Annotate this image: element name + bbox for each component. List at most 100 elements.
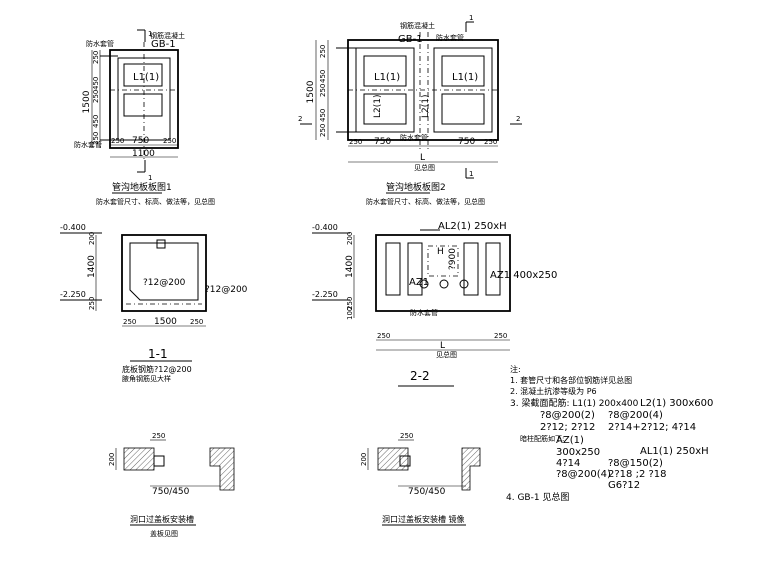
dim-v-1: 450 — [92, 115, 100, 128]
s2-slot-1 — [385, 242, 401, 296]
s2-slot-3 — [463, 242, 479, 296]
p2-l1-left: L1(1) — [374, 72, 400, 83]
p2-l2-left: L2(1) — [373, 95, 383, 119]
s2-dim-b-1: 250 — [494, 332, 507, 340]
s2-elev-bottom: -2.250 — [312, 290, 338, 299]
p2-small-a: 钢筋混凝土 — [400, 21, 435, 30]
p2-dim-overall: 1500 — [306, 80, 316, 103]
s2-h-label: H — [437, 247, 444, 257]
p2-opening-lr — [441, 93, 485, 125]
note-al1-stirrup: ?8@150(2) — [608, 458, 663, 469]
s1-note2: 腋角钢筋见大样 — [122, 374, 171, 383]
s2-dim-900: ?900 — [448, 248, 458, 270]
s2-dim-b-0: 250 — [377, 332, 390, 340]
plan2-title: 管沟地板板图2 — [386, 181, 446, 193]
note-3c: ?8@200(2) — [540, 410, 595, 421]
s2-dim-v-0: 200 — [346, 232, 354, 245]
p2-dim-b-3: 250 — [484, 138, 497, 146]
p2-opening-ur — [441, 55, 485, 87]
note-4: 4. GB-1 见总图 — [506, 491, 569, 503]
l1-label: L1(1) — [133, 72, 159, 83]
small-label-b: 钢筋混凝土 — [150, 31, 185, 40]
s2-title: 2-2 — [410, 369, 430, 383]
d2-block-left — [377, 447, 409, 471]
p2-mark-bottom: 1 — [469, 170, 473, 178]
s2-pipe-2 — [439, 279, 449, 289]
dim-v-4: 250 — [92, 51, 100, 64]
plan1-subtitle: 防水套管尺寸、标高、做法等，见总图 — [96, 197, 215, 206]
small-label-c: 防水套管 — [74, 140, 102, 149]
note-3b: L2(1) 300x600 — [640, 398, 713, 409]
dim-v-2: 250 — [92, 90, 100, 103]
s2-dim-L-note: 见总图 — [436, 350, 457, 359]
s1-elev-bottom: -2.250 — [60, 290, 86, 299]
dim-b-0: 250 — [111, 137, 124, 145]
d1-block-left — [123, 447, 155, 471]
note-al1-bars: 2?18 ;2 ?18 — [608, 469, 667, 480]
s2-beam-outline — [427, 245, 459, 277]
d2-dim-span: 750/450 — [408, 487, 446, 497]
small-label-a: 防水套管 — [86, 39, 114, 48]
p2-small-b: 防水套管 — [436, 33, 464, 42]
section-2-2: -0.400 -2.250 AL2(1) 250xH H ?900 AZ1 AZ… — [312, 221, 557, 387]
dim-total: 1100 — [132, 149, 155, 159]
d2-block-right — [461, 447, 481, 491]
note-az-bars: 4?14 — [556, 458, 580, 469]
d2-title: 洞口过盖板安装槽 镜像 — [382, 514, 465, 524]
d1-dim-top: 250 — [152, 432, 165, 440]
d2-notch — [399, 455, 411, 467]
d1-dim-span: 750/450 — [152, 487, 190, 497]
dim-b-2: 250 — [163, 137, 176, 145]
s1-rebar-outer: ?12@200 — [205, 285, 248, 295]
note-az-heading: 暗柱配筋如下: — [520, 434, 564, 443]
s2-elev-top: -0.400 — [312, 223, 338, 232]
d1-title: 洞口过盖板安装槽 — [130, 514, 194, 524]
note-1: 1. 套管尺寸和各部位钢筋详见总图 — [510, 375, 632, 385]
s1-dim-v-1: 1400 — [87, 255, 97, 278]
gb-label: GB-1 — [151, 39, 176, 50]
p2-dim-L: L — [420, 153, 425, 163]
s1-dim-v-0: 200 — [88, 232, 96, 245]
p2-dim-b-0: 250 — [349, 138, 362, 146]
dim-v-0: 250 — [92, 132, 100, 145]
s1-note1: 底板钢筋?12@200 — [122, 364, 192, 374]
s1-dim-b-1: 1500 — [154, 317, 177, 327]
p2-dim-L-note: 见总图 — [414, 163, 435, 172]
dim-v-3: 450 — [92, 77, 100, 90]
section-mark-bottom: 1 — [148, 174, 152, 182]
s2-dim-v-3: 100 — [346, 307, 354, 320]
p2-small-c: 防水套管 — [400, 133, 428, 142]
d1-subtitle: 盖板见图 — [150, 529, 178, 538]
d1-block-right — [209, 447, 235, 491]
s1-dim-v-2: 250 — [88, 297, 96, 310]
s2-outer — [375, 234, 511, 312]
p2-l2-right: L2(1) — [421, 95, 431, 119]
notes: 注: 1. 套管尺寸和各部位钢筋详见总图 2. 混凝土抗渗等级为 P6 3. 梁… — [506, 364, 713, 503]
opening-upper — [123, 63, 163, 87]
detail-2: 250 200 750/450 洞口过盖板安装槽 镜像 — [360, 432, 481, 526]
p2-opening-ul — [363, 55, 407, 87]
note-al1: AL1(1) 250xH — [640, 446, 709, 457]
s2-small-label: 防水套管 — [410, 308, 438, 317]
s2-az1-right: AZ1 400x250 — [490, 270, 557, 281]
note-az-stirrup: ?8@200(4) — [556, 469, 611, 480]
note-az: AZ(1) — [556, 435, 584, 446]
p2-mark-left: 2 — [298, 115, 302, 123]
p2-gb-label: GB-1 — [398, 34, 423, 45]
opening-lower — [123, 93, 163, 117]
p2-mark-right: 2 — [516, 115, 520, 123]
note-3d: ?8@200(4) — [608, 410, 663, 421]
s1-elev-top: -0.400 — [60, 223, 86, 232]
note-3f: 2?14+2?12; 4?14 — [608, 422, 696, 433]
p2-dim-v-0: 250 — [319, 124, 327, 137]
s2-dim-v-2: 250 — [346, 297, 354, 310]
d2-dim-top: 250 — [400, 432, 413, 440]
detail-1: 250 200 750/450 洞口过盖板安装槽 盖板见图 — [108, 432, 235, 538]
plan1-title: 管沟地板板图1 — [112, 181, 172, 193]
s1-dim-b-0: 250 — [123, 318, 136, 326]
plan-2: 1 1 2 2 GB-1 L1(1) L1(1) L2(1) L2(1) 钢筋混… — [298, 14, 522, 206]
plan2-subtitle: 防水套管尺寸、标高、做法等，见总图 — [366, 197, 485, 206]
s1-dim-b-2: 250 — [190, 318, 203, 326]
p2-opening-ll — [363, 93, 407, 125]
